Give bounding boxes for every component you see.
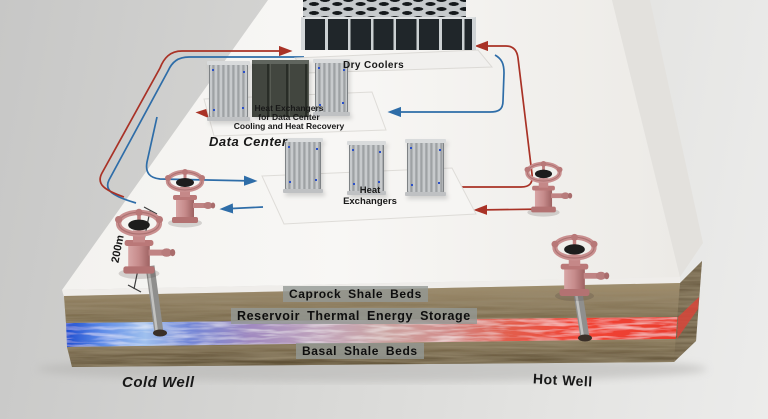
heat-exchanger-unit: [347, 141, 386, 195]
label-hx-line1: Heat: [359, 185, 381, 196]
label-dc-hx-line1: Heat Exchangers: [254, 103, 324, 113]
label-heat-exchangers: Heat Exchangers: [325, 185, 415, 207]
slab-right-bevel: [612, 0, 703, 277]
label-basal-shale-beds: Basal Shale Beds: [296, 343, 424, 359]
heat-exchanger-unit: [283, 138, 323, 193]
cold-pipe-left-loop: [106, 56, 304, 204]
caprock-layer: [64, 283, 680, 323]
reservoir-layer: [66, 317, 678, 347]
label-caprock-shale-beds: Caprock Shale Beds: [283, 286, 428, 302]
heat-exchanger-unit: [207, 61, 250, 121]
label-data-center: Data Center: [209, 134, 288, 149]
dry-cooler-fans-icon: [303, 0, 466, 17]
server-racks: [252, 60, 309, 117]
dry-cooler-panels: [301, 17, 476, 50]
label-dc-heat-exchangers: Heat Exchangers for Data Center Cooling …: [205, 104, 373, 131]
label-dc-hx-line2: for Data Center: [258, 112, 320, 122]
label-hot-well: Hot Well: [532, 370, 594, 390]
dry-cooler-unit: [301, 0, 476, 50]
cold-pipe-hx-to-coldwell: [219, 203, 264, 214]
label-hx-line2: Exchangers: [343, 195, 397, 207]
label-dry-coolers: Dry Coolers: [343, 60, 405, 71]
hot-pipe-to-drycoolers-left: [99, 45, 293, 198]
cold-pipe-coldwell-to-hx: [145, 116, 258, 186]
reservoir-right-face: [677, 297, 699, 339]
label-dc-hx-line3: Cooling and Heat Recovery: [233, 121, 345, 131]
label-reservoir-thermal-energy-storage: Reservoir Thermal Energy Storage: [231, 308, 477, 324]
heat-exchanger-unit: [313, 59, 350, 116]
hot-pipe-right-riser: [462, 40, 534, 188]
heat-exchanger-unit: [405, 139, 446, 196]
cold-pipe-drycoolers-return: [387, 54, 505, 118]
label-cold-well: Cold Well: [122, 374, 195, 391]
